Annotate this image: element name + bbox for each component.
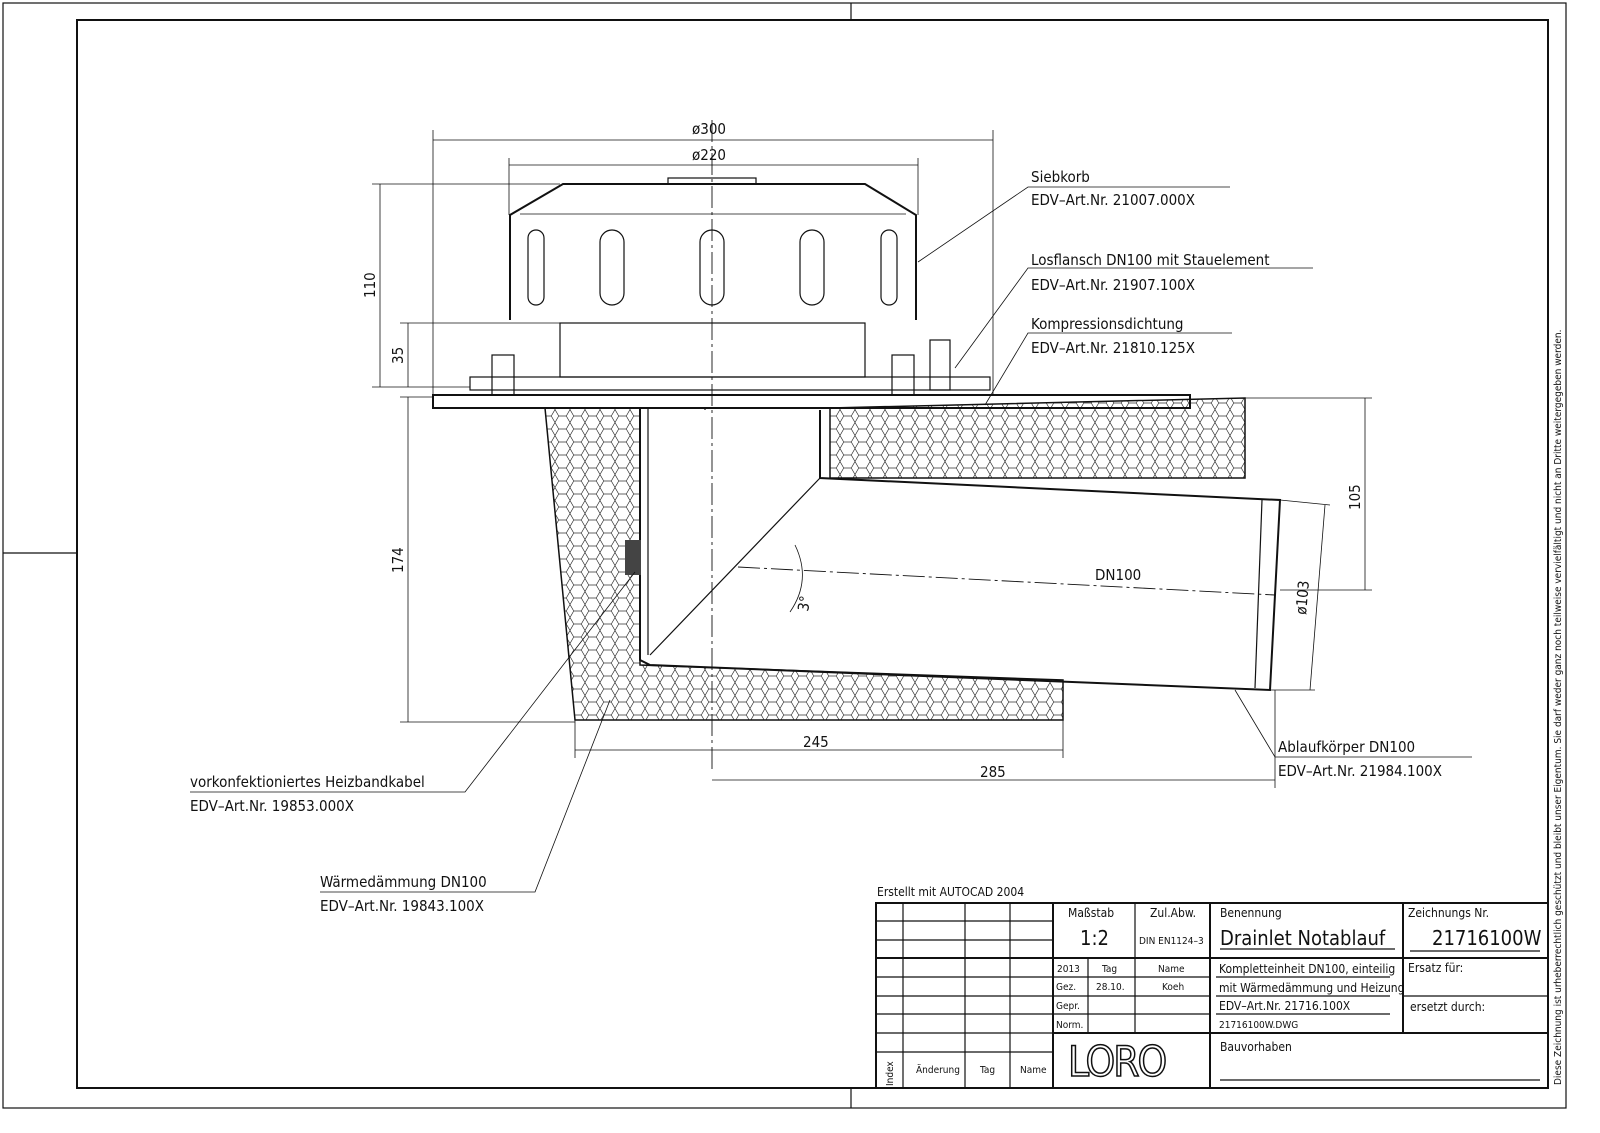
drawing-text: 2013 (1057, 964, 1080, 975)
dim-d300: ø300 (692, 120, 726, 138)
drawing-text: Bauvorhaben (1220, 1040, 1292, 1054)
drawing-text: Ersatz für: (1408, 961, 1463, 975)
axis-label: DN100 (1095, 566, 1141, 584)
bolt-right (891, 354, 915, 396)
dim-h105: 105 (1346, 484, 1364, 510)
drawing-text: vorkonfektioniertes Heizbandkabel (190, 773, 425, 791)
dim-d220: ø220 (692, 146, 726, 164)
dimensions (372, 130, 1372, 788)
drawing-text: Ablaufkörper DN100 (1278, 738, 1415, 756)
drawing-text: EDV–Art.Nr. 21810.125X (1031, 339, 1195, 357)
drawing-text: Norm. (1056, 1020, 1083, 1031)
dim-h174: 174 (389, 547, 407, 573)
drawing-text: Wärmedämmung DN100 (320, 873, 487, 891)
drawing-text: EDV–Art.Nr. 21984.100X (1278, 762, 1442, 780)
drawing-text: Drainlet Notablauf (1220, 926, 1386, 950)
dim-d103: ø103 (1292, 580, 1313, 615)
callout-labels: Siebkorb EDV–Art.Nr. 21007.000X Losflans… (190, 168, 1442, 915)
drawing-text: Index (885, 1061, 896, 1086)
dim-h35: 35 (389, 347, 407, 364)
drawing-text: EDV–Art.Nr. 21907.100X (1031, 276, 1195, 294)
loro-logo: LORO (1068, 1037, 1166, 1086)
insulation-body (544, 397, 1246, 721)
drawing-text: ersetzt durch: (1410, 1000, 1485, 1014)
drawing-text: Änderung (916, 1063, 960, 1076)
drawing-text: Tag (979, 1065, 995, 1076)
drawing-text: mit Wärmedämmung und Heizung (1219, 981, 1405, 995)
copyright-note: Diese Zeichnung ist urheberrechtlich ges… (1553, 330, 1564, 1085)
drawing-text: 28.10. (1096, 982, 1125, 993)
angle-dim: 3° (794, 594, 814, 612)
title-block: Index Änderung Tag Name Maßstab 1:2 Zul.… (875, 902, 1549, 1089)
dim-l285: 285 (980, 763, 1006, 781)
drawing-text: Maßstab (1068, 906, 1114, 920)
drawing-frame (2, 2, 1567, 1109)
drawing-text: Zeichnungs Nr. (1408, 906, 1489, 920)
bolt-flange (929, 339, 951, 391)
drawing-text: EDV–Art.Nr. 19853.000X (190, 797, 354, 815)
leader-lines (190, 186, 1472, 893)
drawing-text: Name (1020, 1065, 1047, 1076)
drawing-text: Gez. (1056, 982, 1076, 993)
drawing-text: EDV–Art.Nr. 21716.100X (1219, 999, 1351, 1013)
drawing-text: Tag (1101, 964, 1117, 975)
bolt-left (491, 354, 515, 396)
drawing-text: Kompletteinheit DN100, einteilig (1219, 962, 1395, 976)
drawing-text: DIN EN1124–3 (1139, 936, 1204, 947)
loose-flange (469, 376, 991, 391)
drawing-text: Gepr. (1056, 1001, 1080, 1012)
drawing-text: Losflansch DN100 mit Stauelement (1031, 251, 1269, 269)
drawing-text: Kompressionsdichtung (1031, 315, 1184, 333)
drawing-text: 21716100W (1432, 926, 1542, 950)
drawing-text: EDV–Art.Nr. 21007.000X (1031, 191, 1195, 209)
drawing-text: 21716100W.DWG (1219, 1020, 1298, 1031)
sieve-basket (491, 177, 951, 396)
pipe-axis (737, 566, 1276, 596)
bottom-plate (432, 394, 1191, 409)
dim-h110: 110 (361, 272, 379, 298)
dim-l245: 245 (803, 733, 829, 751)
drawing-text: Siebkorb (1031, 168, 1090, 186)
drawing-text: 1:2 (1080, 926, 1109, 950)
created-with: Erstellt mit AUTOCAD 2004 (877, 885, 1024, 899)
heating-cable (625, 540, 641, 575)
drawing-text: EDV–Art.Nr. 19843.100X (320, 897, 484, 915)
drawing-text: Koeh (1162, 982, 1184, 993)
drawing-text: Zul.Abw. (1150, 906, 1196, 920)
drawing-text: Benennung (1220, 906, 1282, 920)
drawing-text: Name (1158, 964, 1185, 975)
